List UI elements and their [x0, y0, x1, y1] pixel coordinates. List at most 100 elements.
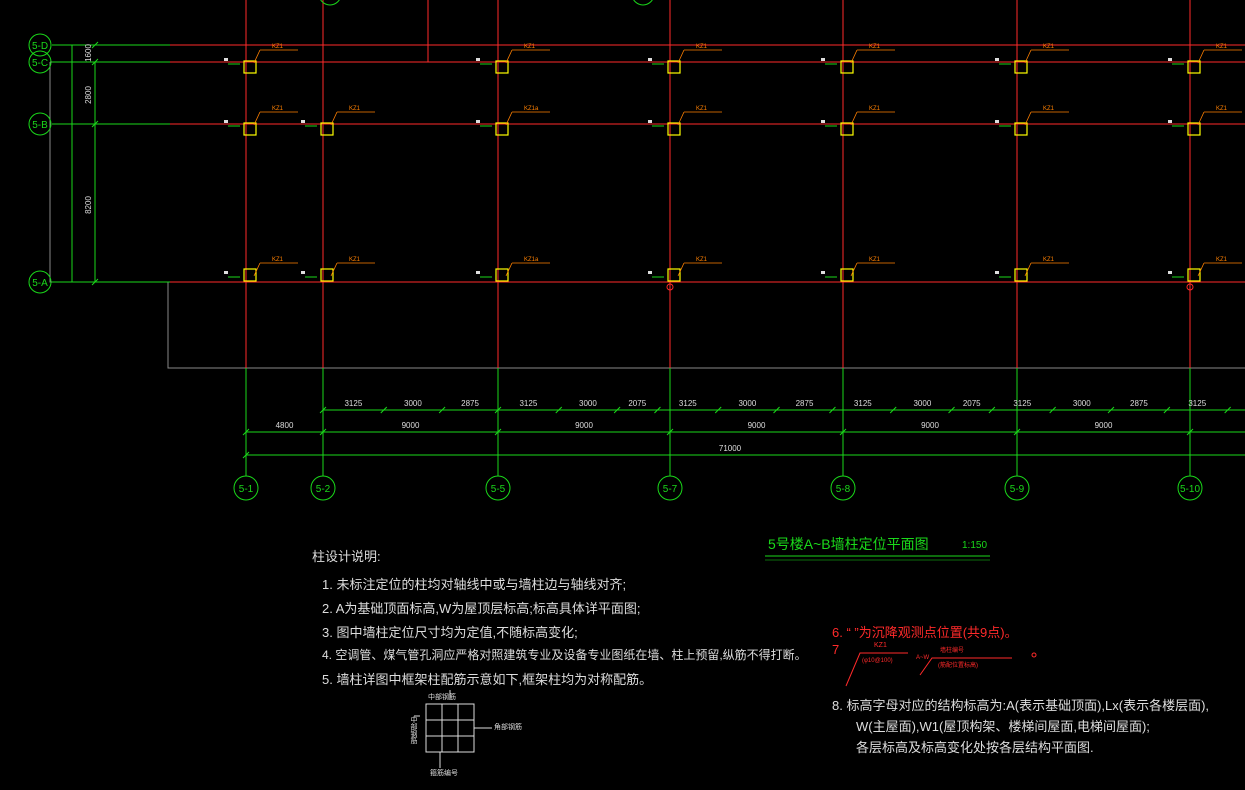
- axis-label: 5-5: [491, 484, 506, 495]
- dim-tick: [319, 406, 327, 414]
- column: [1187, 60, 1201, 74]
- detail-label: 中部钢筋: [428, 694, 456, 701]
- dim-value: 8200: [84, 196, 93, 214]
- column-leader: [505, 49, 513, 64]
- axis-bubble-5-C: [28, 50, 52, 74]
- column-leader: [505, 262, 513, 277]
- dim-value: 3125: [344, 399, 362, 408]
- axis-label: 5-D: [32, 41, 48, 52]
- dim-tick: [242, 451, 250, 459]
- axis-bubble-5-7: [657, 475, 683, 501]
- column: [1187, 122, 1201, 136]
- dim-value: 3125: [1013, 399, 1031, 408]
- column: [495, 268, 509, 282]
- column: [495, 122, 509, 136]
- column-leader: [1024, 49, 1032, 64]
- column-tag: KZ1: [696, 44, 708, 50]
- dim-value: 2075: [628, 399, 646, 408]
- dim-value: 4800: [276, 421, 294, 430]
- horizontal-axis-lines: [52, 44, 1245, 283]
- column: [243, 122, 257, 136]
- column-leader: [1024, 111, 1032, 126]
- note-item: 3. 图中墙柱定位尺寸均为定值,不随标高变化;: [322, 625, 578, 640]
- column: [667, 268, 681, 282]
- column: [243, 268, 257, 282]
- column-leader: [330, 262, 338, 277]
- note-item: 4. 空调管、煤气管孔洞应严格对照建筑专业及设备专业图纸在墙、柱上预留,纵筋不得…: [322, 648, 807, 662]
- dim-value: 2075: [963, 399, 981, 408]
- dim-tick: [494, 406, 502, 414]
- dim-tick: [242, 428, 250, 436]
- dim-value: 3125: [1188, 399, 1206, 408]
- drawing-scale: 1:150: [962, 540, 988, 551]
- column-tag: KZ1: [1043, 44, 1055, 50]
- column-section-detail: [414, 690, 492, 768]
- dim-tick: [494, 428, 502, 436]
- item7-symbol: [845, 652, 1037, 687]
- axis-bubble-5-2: [310, 475, 336, 501]
- notes-title: 柱设计说明:: [312, 549, 381, 564]
- dim-tick: [839, 428, 847, 436]
- dim-value: 2875: [1130, 399, 1148, 408]
- dim-tick: [889, 406, 897, 414]
- column-dim-text: [224, 120, 228, 123]
- detail-label: 箍筋编号: [430, 770, 458, 777]
- column-dim-text: [1168, 58, 1172, 61]
- axis-label: 5-10: [1180, 484, 1200, 495]
- column-tag: KZ1: [696, 257, 708, 263]
- dim-tick: [380, 406, 388, 414]
- column-tag: KZ1: [869, 106, 881, 112]
- column: [243, 60, 257, 74]
- column-leader: [850, 262, 858, 277]
- note-item: 1. 未标注定位的柱均对轴线中或与墙柱边与轴线对齐;: [322, 577, 627, 592]
- axis-bubble-5-9: [1004, 475, 1030, 501]
- column-dim-text: [648, 271, 652, 274]
- column-tag: KZ1: [524, 44, 536, 50]
- column-leader: [253, 111, 261, 126]
- column: [1187, 268, 1201, 282]
- dim-value: 3125: [679, 399, 697, 408]
- column-leader: [677, 111, 685, 126]
- column: [1014, 122, 1028, 136]
- column: [840, 60, 854, 74]
- axis-label: 5-7: [663, 484, 678, 495]
- dim-value: 9000: [921, 421, 939, 430]
- item7-label: KZ1: [874, 642, 887, 649]
- column-tag: KZ1: [869, 257, 881, 263]
- dim-value: 3000: [404, 399, 422, 408]
- dim-tick: [1107, 406, 1115, 414]
- column-dim-text: [995, 271, 999, 274]
- column-dim-text: [648, 58, 652, 61]
- column: [840, 268, 854, 282]
- column-dim-text: [821, 58, 825, 61]
- axis-bubble-5-D: [28, 33, 52, 57]
- column-dim-text: [995, 58, 999, 61]
- axis-label: 5-8: [836, 484, 851, 495]
- column-tag: KZ1: [869, 44, 881, 50]
- dim-value: 2800: [84, 86, 93, 104]
- column-dim-text: [224, 271, 228, 274]
- drawing-title: 5号楼A~B墙柱定位平面图: [768, 536, 929, 552]
- dim-value: 3125: [519, 399, 537, 408]
- item7-label: A~W: [916, 655, 930, 661]
- dim-value: 3000: [1073, 399, 1091, 408]
- note-item-6: 6. “ ”为沉降观测点位置(共9点)。: [832, 625, 1018, 640]
- column: [667, 122, 681, 136]
- column-dim-text: [1168, 271, 1172, 274]
- note-item: 2. A为基础顶面标高,W为屋顶层标高;标高具体详平面图;: [322, 601, 641, 616]
- dim-value: 71000: [719, 444, 742, 453]
- dim-tick: [773, 406, 780, 414]
- detail-label: 中部钢筋: [410, 716, 417, 744]
- column-tag: KZ1: [696, 106, 708, 112]
- dim-tick: [988, 406, 996, 414]
- dim-tick: [1163, 406, 1171, 414]
- dim-tick: [1186, 428, 1194, 436]
- dim-tick: [91, 58, 99, 66]
- dim-tick: [666, 428, 674, 436]
- vertical-axis-lines: [245, 0, 1191, 476]
- column-dim-text: [1168, 120, 1172, 123]
